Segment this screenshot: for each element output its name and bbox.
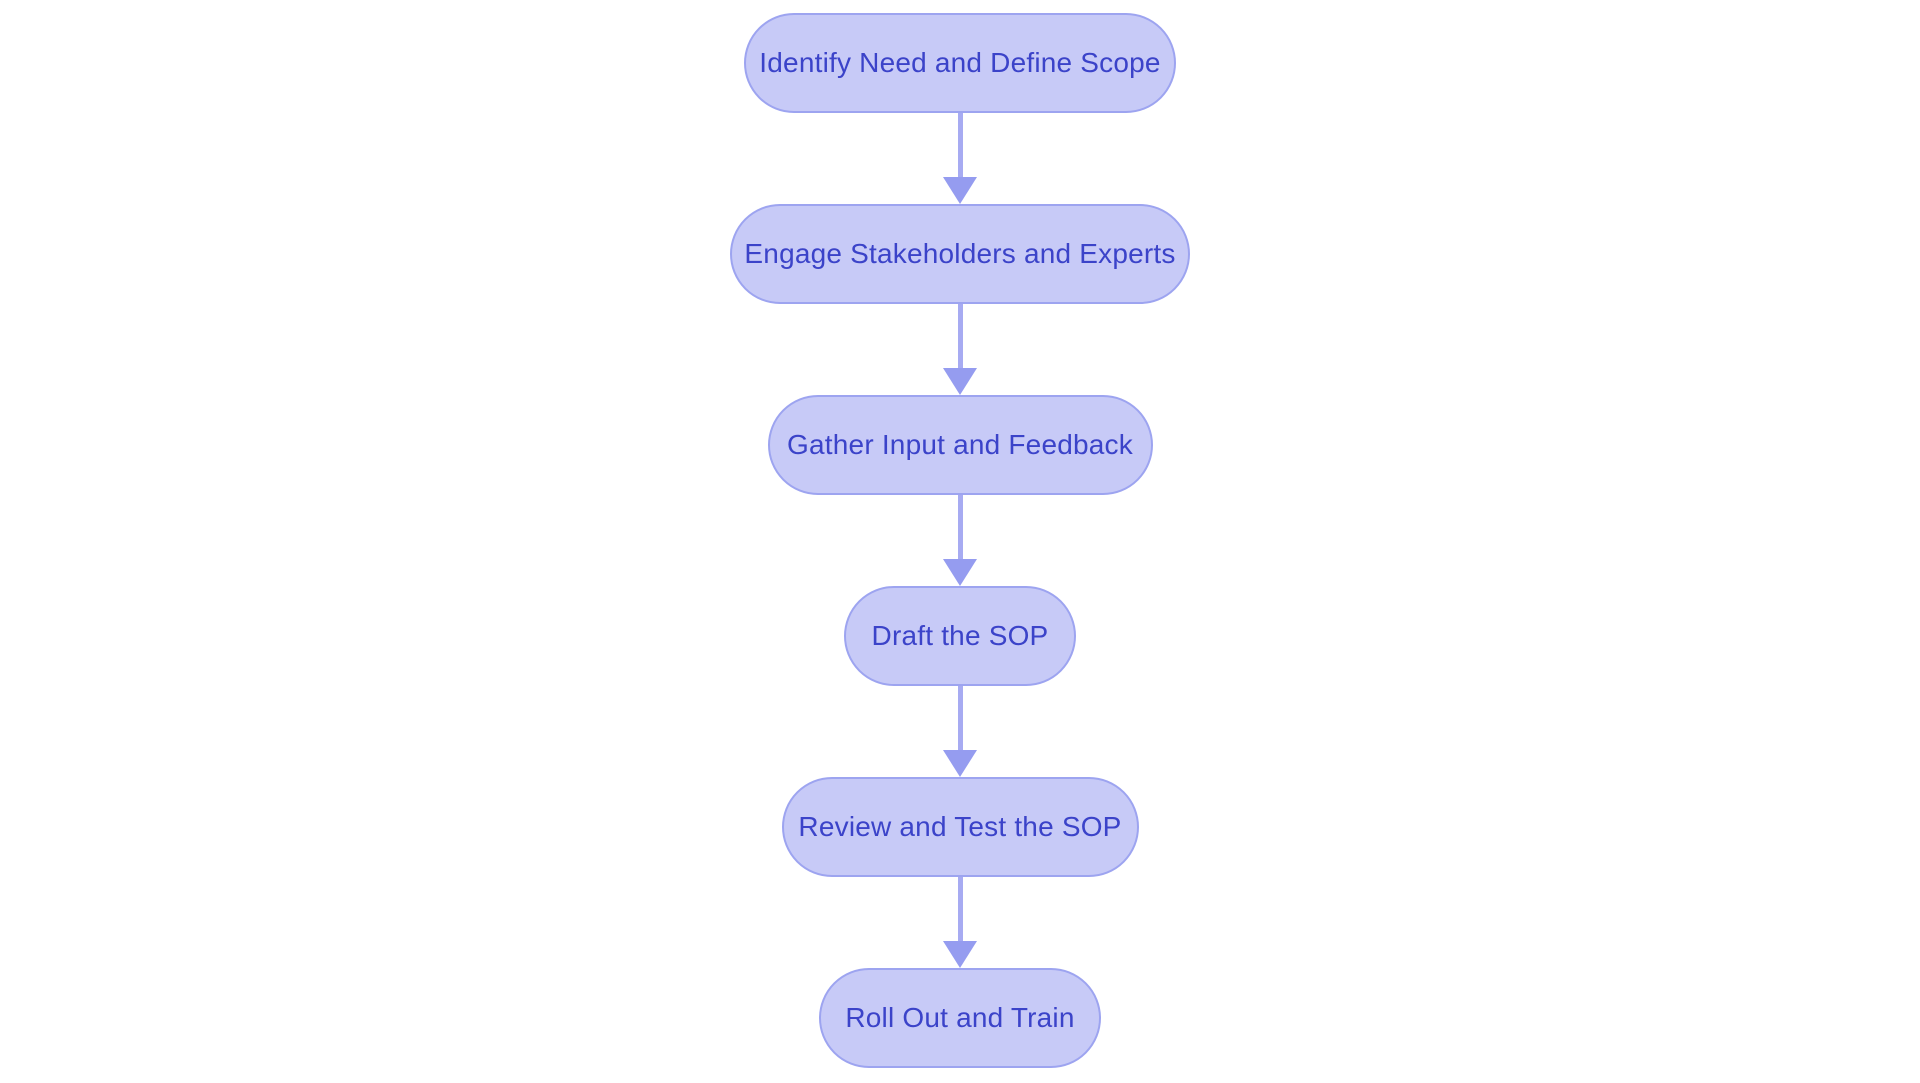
flow-node-engage-stakeholders: Engage Stakeholders and Experts — [730, 204, 1190, 304]
flow-node-label: Draft the SOP — [871, 620, 1049, 651]
flow-node-label: Review and Test the SOP — [798, 811, 1122, 842]
flow-node-roll-out: Roll Out and Train — [819, 968, 1101, 1068]
arrow-down-icon — [940, 495, 980, 586]
sop-flowchart: Identify Need and Define Scope Engage St… — [730, 13, 1190, 1068]
flow-node-identify-need: Identify Need and Define Scope — [744, 13, 1176, 113]
flow-node-draft-sop: Draft the SOP — [844, 586, 1076, 686]
arrow-head — [943, 177, 977, 204]
arrow-shaft — [957, 495, 963, 559]
arrow-head — [943, 559, 977, 586]
flow-node-label: Roll Out and Train — [845, 1002, 1075, 1033]
arrow-shaft — [957, 877, 963, 941]
arrow-down-icon — [940, 877, 980, 968]
arrow-shaft — [957, 304, 963, 368]
flow-node-label: Engage Stakeholders and Experts — [744, 238, 1176, 269]
flow-node-review-test: Review and Test the SOP — [781, 777, 1139, 877]
arrow-head — [943, 941, 977, 968]
arrow-head — [943, 750, 977, 777]
arrow-shaft — [957, 686, 963, 750]
arrow-head — [943, 368, 977, 395]
flow-node-gather-input: Gather Input and Feedback — [767, 395, 1153, 495]
flow-node-label: Gather Input and Feedback — [787, 429, 1133, 460]
flow-node-label: Identify Need and Define Scope — [759, 47, 1161, 78]
arrow-down-icon — [940, 304, 980, 395]
arrow-down-icon — [940, 686, 980, 777]
arrow-down-icon — [940, 113, 980, 204]
arrow-shaft — [957, 113, 963, 177]
